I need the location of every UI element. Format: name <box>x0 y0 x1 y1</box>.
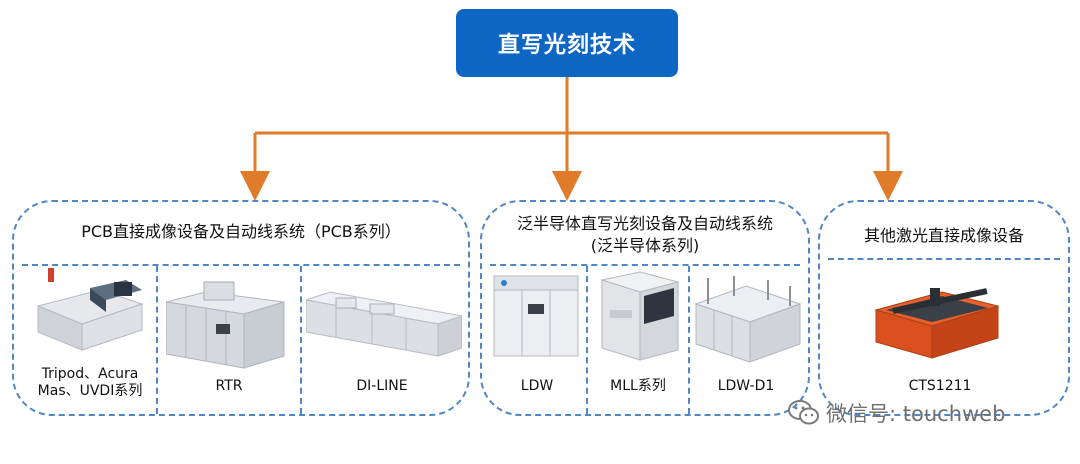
group-pcb-divider <box>22 264 460 266</box>
product-label-ldw: LDW <box>520 378 554 394</box>
group-other: 其他激光直接成像设备 <box>818 200 1070 416</box>
product-label-cts1211: CTS1211 <box>908 378 972 394</box>
cts1211-machine-image <box>874 288 1000 359</box>
tripod-machine-image <box>36 268 144 351</box>
wechat-icon <box>788 400 819 425</box>
product-label-ldw-d1: LDW-D1 <box>717 378 775 394</box>
root-node: 直写光刻技术 <box>456 9 678 77</box>
group-semiconductor-title-2: (泛半导体系列) <box>590 236 700 255</box>
root-label: 直写光刻技术 <box>497 33 636 58</box>
rtr-machine-image <box>166 281 285 369</box>
ldw-d1-machine-image <box>694 276 802 363</box>
watermark: 微信号: touchweb <box>788 398 1005 428</box>
group-pcb-title: PCB直接成像设备及自动线系统（PCB系列） <box>81 222 401 241</box>
product-label-mll: MLL系列 <box>610 378 666 394</box>
group-semi-col-divider-1 <box>586 266 588 414</box>
ldw-machine-image <box>493 275 579 357</box>
group-semiconductor: 泛半导体直写光刻设备及自动线系统 (泛半导体系列) <box>480 200 810 416</box>
product-label-di-line: DI-LINE <box>356 378 408 394</box>
mll-machine-image <box>600 271 680 361</box>
group-pcb-col-divider-2 <box>300 266 302 414</box>
group-pcb-col-divider-1 <box>156 266 158 414</box>
group-semiconductor-divider <box>490 264 800 266</box>
di-line-machine-image <box>306 291 462 357</box>
group-pcb: PCB直接成像设备及自动线系统（PCB系列） <box>12 200 470 416</box>
group-other-divider <box>828 258 1060 260</box>
product-label-tripod: Tripod、Acura Mas、UVDI系列 <box>37 366 143 399</box>
group-semi-col-divider-2 <box>688 266 690 414</box>
group-semiconductor-title-1: 泛半导体直写光刻设备及自动线系统 <box>516 214 773 233</box>
watermark-text: 微信号: touchweb <box>826 402 1006 426</box>
group-other-title: 其他激光直接成像设备 <box>863 226 1024 245</box>
product-label-rtr: RTR <box>215 378 243 394</box>
